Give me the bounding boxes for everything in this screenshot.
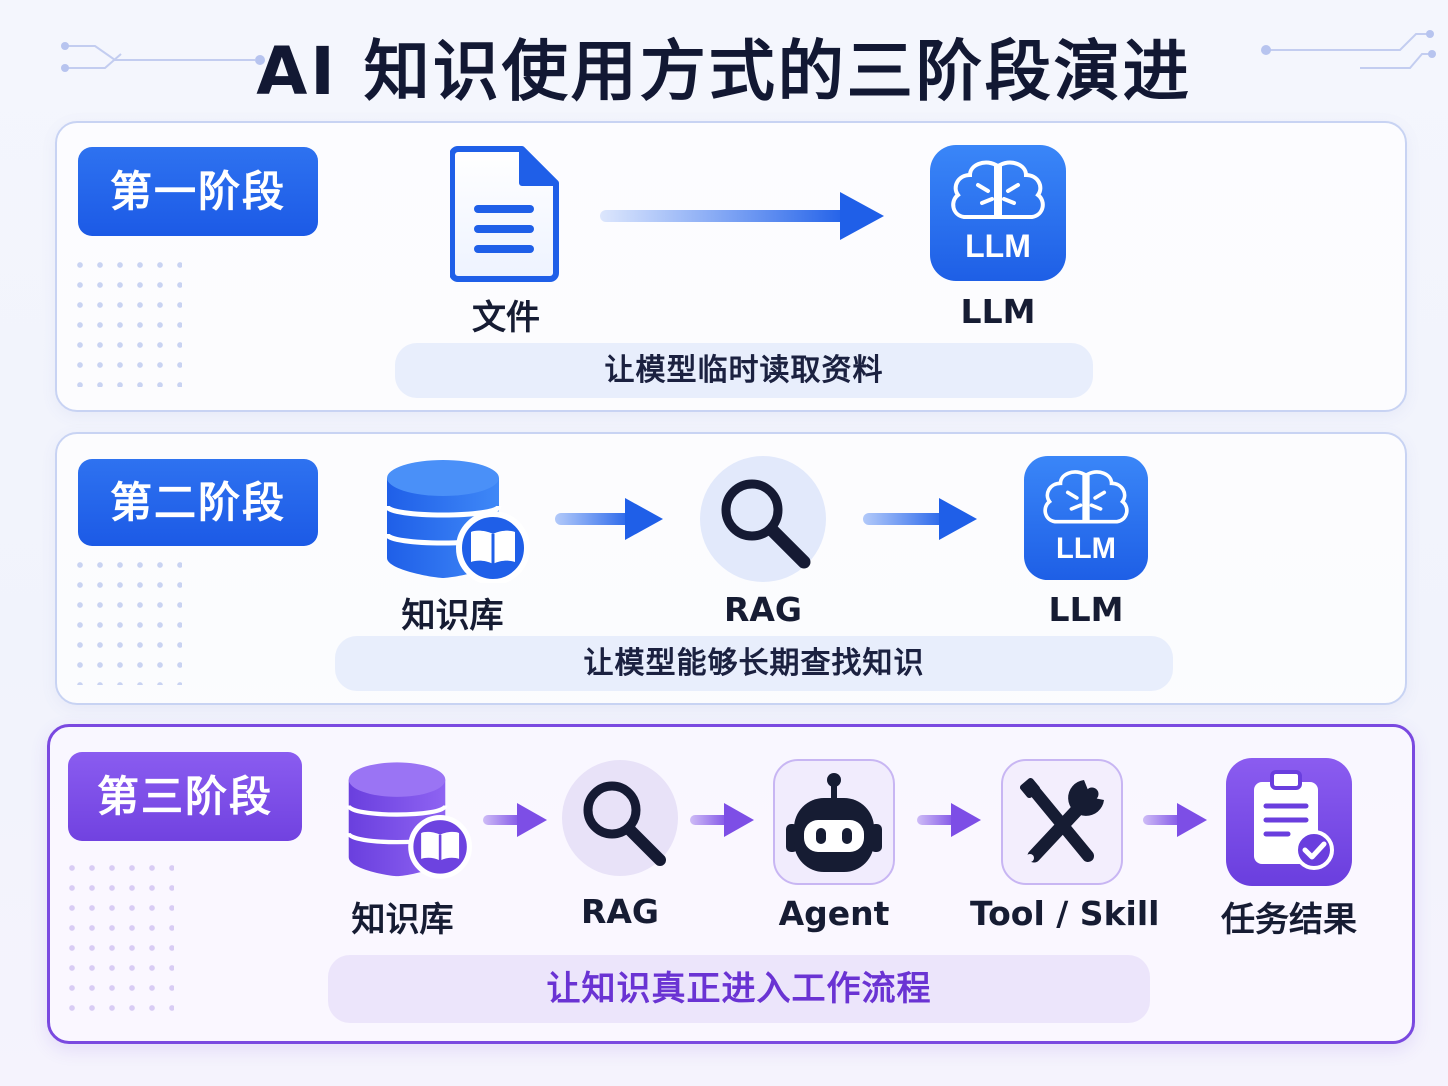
magnifier-icon [700,456,826,582]
document-icon [450,143,562,285]
stage-3-dot-pattern [62,858,174,1018]
node-label: 文件 [472,298,540,338]
stage-2-caption: 让模型能够长期查找知识 [335,636,1173,691]
arrow-right-icon [483,803,547,837]
stage-1-caption: 让模型临时读取资料 [395,343,1093,398]
brain-llm-icon: LLM [930,145,1066,281]
database-book-icon [385,458,530,583]
robot-icon [772,758,896,886]
node-label: RAG [580,892,660,931]
stage-3-badge: 第三阶段 [68,752,302,841]
arrow-right-icon [917,803,981,837]
node-label: 知识库 [351,900,454,940]
arrow-right-icon [1143,803,1207,837]
stage-1-badge: 第一阶段 [78,147,318,236]
circuit-decoration-right [1261,30,1436,69]
llm-icon-text: LLM [1056,533,1116,565]
magnifier-icon [562,758,678,878]
node-label: LLM [1048,590,1124,629]
arrow-right-icon [690,803,754,837]
arrow-right-icon [863,498,977,540]
node-label: 知识库 [401,596,504,636]
node-label: Agent [778,894,890,933]
stage-1-dot-pattern [70,255,182,387]
brain-llm-icon: LLM [1024,456,1148,580]
node-label: RAG [723,590,803,629]
llm-icon-text: LLM [965,228,1031,264]
clipboard-check-icon [1226,758,1352,886]
tools-icon [1000,758,1124,886]
arrow-right-icon [555,498,663,540]
node-label: Tool / Skill [970,894,1160,933]
page-title: AI 知识使用方式的三阶段演进 [256,33,1192,110]
stage-3-caption: 让知识真正进入工作流程 [328,955,1150,1023]
circuit-decoration-left [61,42,265,72]
arrow-right-icon [600,192,884,240]
node-label: LLM [960,292,1036,331]
database-book-icon [347,760,472,882]
node-label: 任务结果 [1221,900,1357,940]
stage-2-badge: 第二阶段 [78,459,318,546]
stage-2-dot-pattern [70,555,182,685]
